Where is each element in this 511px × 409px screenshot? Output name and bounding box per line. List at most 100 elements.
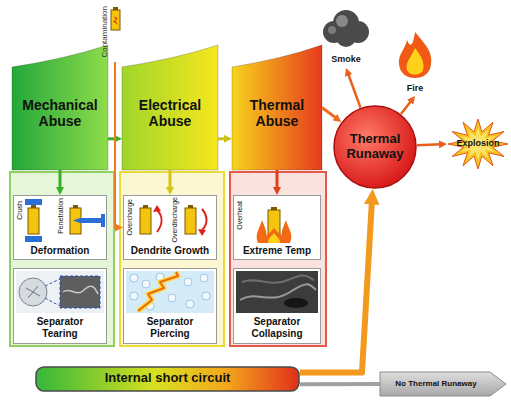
- node-label: No Thermal Runaway: [383, 379, 489, 388]
- tearing-image: [16, 271, 104, 313]
- node-label: Overdischarge: [171, 197, 179, 243]
- illustration-path: [232, 45, 322, 170]
- node-label: Smoke: [320, 54, 372, 64]
- node-label: Fire: [395, 83, 435, 93]
- flow-arrow: [108, 137, 116, 140]
- effect-box: Separator Piercing: [123, 268, 217, 344]
- node-label: Penetration: [57, 198, 65, 234]
- illustration-polygon: [198, 229, 206, 236]
- node-label: Dendrite Growth: [123, 245, 217, 257]
- illustration-circle: [184, 278, 192, 286]
- illustration-circle: [146, 302, 154, 310]
- short-circuit-band: Internal short circuit: [35, 366, 300, 392]
- flow-arrow: [276, 170, 279, 189]
- illustration-path: [138, 272, 178, 311]
- illustration-rect: [25, 199, 42, 205]
- illustration-rect: [31, 205, 36, 208]
- illustration-ellipse: [284, 298, 308, 308]
- illustration-rect: [143, 205, 148, 208]
- illustration-path: [45, 279, 60, 306]
- explosion-icon: Explosion: [447, 118, 509, 170]
- illustration-rect: [16, 271, 104, 313]
- illustration-path: [264, 228, 285, 243]
- illustration-rect: [124, 196, 217, 260]
- flow-arrow: [115, 62, 117, 228]
- flow-arrow: [300, 382, 380, 386]
- illustration-path: [122, 45, 218, 170]
- overcharge-icon: [140, 205, 162, 234]
- illustration-path: [240, 284, 316, 300]
- illustration-circle: [200, 274, 208, 282]
- illustration-rect: [185, 208, 196, 234]
- illustration-path: [281, 220, 291, 243]
- node-label: Overheat: [236, 201, 244, 230]
- illustration-rect: [14, 196, 107, 260]
- fire-icon: Fire: [395, 30, 435, 96]
- illustration-circle: [130, 274, 138, 282]
- illustration-rect: [73, 205, 78, 208]
- illustration-rect: [28, 208, 39, 234]
- illustration-rect: [14, 269, 107, 344]
- contamination-battery: [111, 7, 120, 30]
- node-label: Thermal Abuse: [237, 97, 317, 129]
- overdischarge-icon: [185, 205, 207, 236]
- node-label: Thermal Runaway: [340, 132, 410, 162]
- illustration-rect: [111, 10, 120, 30]
- illustration-polygon: [448, 119, 508, 169]
- effect-box: Separator Collapsing: [233, 268, 321, 344]
- illustration-circle: [202, 292, 210, 300]
- cause-box: Crush PenetrationDeformation: [13, 195, 107, 260]
- illustration-rect: [234, 269, 321, 344]
- node-label: Deformation: [13, 245, 107, 257]
- crush-icon: [25, 199, 42, 242]
- node-label: Separator Collapsing: [238, 316, 316, 339]
- node-label: Contamination: [100, 6, 109, 58]
- abuse-flag: Electrical Abuse: [122, 45, 218, 170]
- illustration-rect: [25, 236, 42, 242]
- illustration-rect: [70, 208, 81, 234]
- illustration-rect: [140, 208, 151, 234]
- illustration-path: [407, 48, 424, 75]
- effect-box: Separator Tearing: [13, 268, 107, 344]
- illustration-rect: [113, 7, 118, 10]
- illustration-circle: [142, 280, 150, 288]
- illustration-circle: [328, 26, 336, 34]
- flow-arrow: [401, 101, 411, 114]
- cause-box: OverheatExtreme Temp: [233, 195, 321, 260]
- mechanical-panel: [10, 172, 114, 346]
- collapsing-image: [236, 271, 318, 313]
- illustration-rect: [234, 196, 321, 260]
- illustration-polygon: [153, 205, 161, 212]
- illustration-path: [138, 272, 178, 311]
- illustration-polygon: [73, 218, 102, 223]
- illustration-rect: [36, 367, 299, 391]
- illustration-circle: [186, 300, 194, 308]
- illustration-path: [63, 286, 98, 294]
- illustration-path: [242, 275, 314, 282]
- node-label: Extreme Temp: [233, 245, 321, 257]
- contamination-source: Contamination: [99, 2, 131, 62]
- node-label: Internal short circuit: [35, 371, 300, 386]
- illustration-path: [268, 233, 280, 243]
- outcome-arrow: No Thermal Runaway: [380, 372, 506, 396]
- abuse-flag: Thermal Abuse: [232, 45, 322, 170]
- illustration-path: [157, 210, 162, 232]
- flow-arrow: [300, 201, 372, 372]
- illustration-rect: [124, 269, 217, 344]
- illustration-circle: [19, 278, 47, 306]
- node-label: Mechanical Abuse: [15, 97, 105, 129]
- illustration-path: [257, 220, 267, 243]
- illustration-circle: [336, 15, 348, 27]
- illustration-path: [380, 372, 506, 396]
- illustration-rect: [271, 207, 277, 210]
- illustration-path: [26, 286, 40, 298]
- penetration-icon: [70, 205, 105, 234]
- node-label: Crush: [16, 201, 24, 220]
- illustration-rect: [236, 271, 318, 313]
- illustration-circle: [168, 294, 176, 302]
- thermal-panel: [230, 172, 326, 346]
- smoke-icon: Smoke: [320, 4, 372, 68]
- illustration-rect: [268, 210, 280, 236]
- illustration-circle: [336, 27, 356, 47]
